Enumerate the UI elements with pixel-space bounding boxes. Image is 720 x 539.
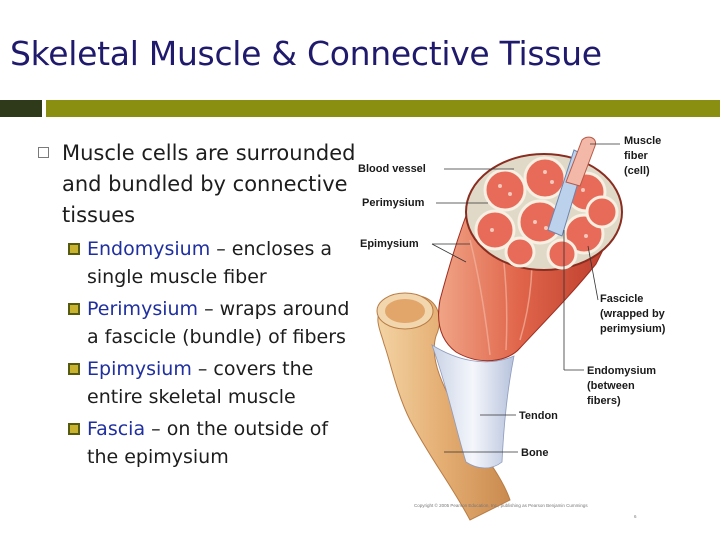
label-line: (between: [587, 380, 635, 392]
term-fascia: Fascia: [87, 418, 146, 440]
filled-square-bullet-icon: [68, 423, 80, 435]
tendon-shape: [431, 344, 515, 469]
sub-bullet-text: – wraps around a fascicle (bundle) of fi…: [87, 298, 350, 348]
title-divider-dark: [0, 100, 42, 117]
label-line: Endomysium: [587, 365, 656, 377]
slide-title: Skeletal Muscle & Connective Tissue: [10, 34, 602, 73]
label-bone: Bone: [521, 447, 549, 459]
label-tendon: Tendon: [519, 410, 558, 422]
filled-square-bullet-icon: [68, 363, 80, 375]
term-perimysium: Perimysium: [87, 298, 199, 320]
sub-bullet-text: – covers the entire skeletal muscle: [87, 358, 314, 408]
label-line: (cell): [624, 165, 650, 177]
muscle-cross-section: [465, 136, 623, 271]
label-line: fibers): [587, 395, 621, 407]
label-perimysium: Perimysium: [362, 197, 425, 209]
leader-line-epimysium-2: [431, 243, 467, 263]
filled-square-bullet-icon: [68, 303, 80, 315]
copyright-note: Copyright © 2005 Pearson Education, Inc.…: [414, 502, 588, 508]
label-line: Fascicle: [600, 293, 643, 305]
label-line: perimysium): [600, 323, 666, 335]
sub-bullet-endomysium: Endomysium – encloses a single muscle fi…: [68, 235, 356, 291]
label-endomysium: Endomysium (between fibers): [587, 365, 659, 407]
label-blood-vessel: Blood vessel: [358, 163, 426, 175]
main-bullet: Muscle cells are surrounded and bundled …: [36, 138, 356, 231]
sub-bullet-perimysium: Perimysium – wraps around a fascicle (bu…: [68, 295, 356, 351]
slide-number: 6: [634, 514, 637, 519]
sub-bullet-fascia: Fascia – on the outside of the epimysium: [68, 415, 356, 471]
sub-bullet-epimysium: Epimysium – covers the entire skeletal m…: [68, 355, 356, 411]
sub-bullet-text: – encloses a single muscle fiber: [87, 238, 333, 288]
bullet-list: Muscle cells are surrounded and bundled …: [36, 138, 356, 471]
label-line: fiber: [624, 150, 649, 162]
label-line: (wrapped by: [600, 308, 666, 320]
label-line: Muscle: [624, 135, 661, 147]
term-epimysium: Epimysium: [87, 358, 192, 380]
label-muscle-fiber: Muscle fiber (cell): [624, 135, 664, 177]
label-epimysium: Epimysium: [360, 238, 419, 250]
main-bullet-text: Muscle cells are surrounded and bundled …: [62, 141, 356, 227]
title-divider-olive: [46, 100, 720, 117]
filled-square-bullet-icon: [68, 243, 80, 255]
sub-bullet-text: – on the outside of the epimysium: [87, 418, 329, 468]
label-fascicle: Fascicle (wrapped by perimysium): [600, 293, 668, 335]
hollow-square-bullet-icon: [38, 147, 49, 158]
leader-line-fascicle: [587, 245, 599, 301]
term-endomysium: Endomysium: [87, 238, 211, 260]
